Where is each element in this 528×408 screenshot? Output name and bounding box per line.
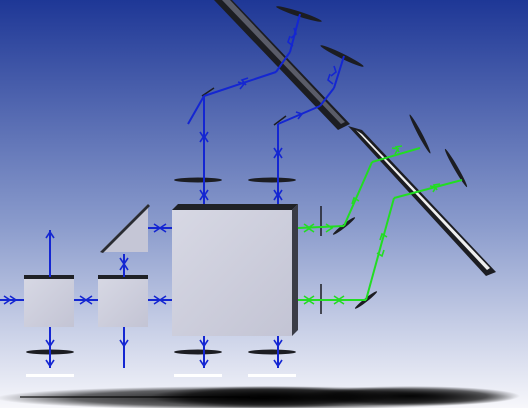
small-cube-middle <box>98 275 148 327</box>
blue-beam-markers <box>3 27 337 368</box>
prism <box>100 204 150 253</box>
mirror-right-2 <box>444 148 468 188</box>
small-cube-left <box>24 275 74 327</box>
base-pads <box>26 374 296 377</box>
green-beam-markers <box>303 145 441 305</box>
mirror-right-1 <box>409 114 431 154</box>
mirror-top-2 <box>320 45 364 67</box>
diagonal-mirror-lower <box>348 126 496 276</box>
ground-shadow <box>0 386 520 408</box>
large-cube <box>172 204 298 336</box>
